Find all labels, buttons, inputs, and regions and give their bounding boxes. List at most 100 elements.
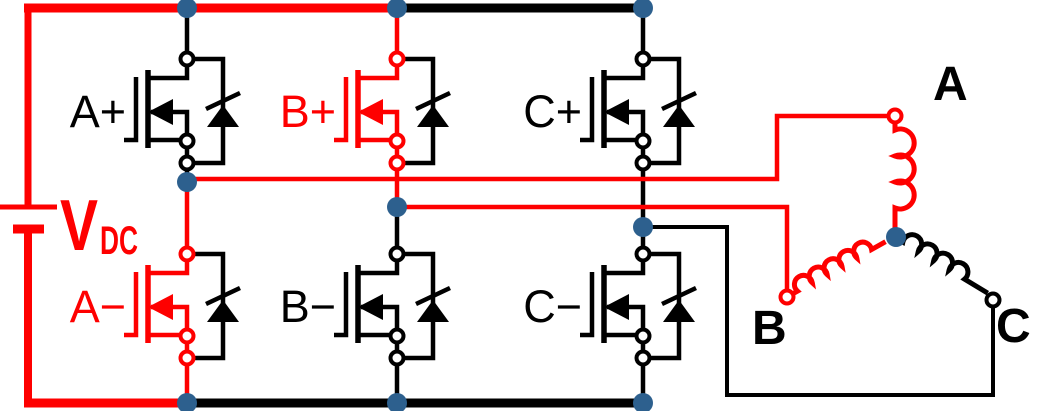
bus-rails [24, 3, 646, 408]
body-diode-icon [663, 300, 695, 322]
drain-terminal [634, 50, 652, 68]
diode-tap-terminal [388, 154, 406, 172]
phase-b-winding [785, 239, 887, 300]
body-diode-branch [403, 56, 436, 166]
source-terminal [634, 327, 652, 345]
drain-terminal [634, 245, 652, 263]
channel-arrow-icon [148, 99, 173, 125]
body-diode-branch [403, 251, 436, 361]
drain-terminal [388, 50, 406, 68]
phase-label-a: A [933, 58, 968, 111]
gate-lead [124, 272, 139, 338]
switch-label-c-plus: C+ [523, 86, 582, 137]
body-diode-branch [649, 251, 682, 361]
phase-label-c: C [996, 300, 1031, 353]
phase-a-output-node [177, 172, 197, 192]
drain-lead [358, 65, 400, 81]
drain-terminal [178, 245, 196, 263]
channel-arrow-icon [358, 294, 383, 320]
dc-minus-node-b [387, 393, 407, 411]
source-terminal [634, 132, 652, 150]
switch-label-a-minus: A− [70, 281, 126, 332]
gate-lead [124, 77, 139, 143]
leg-wires [184, 4, 646, 403]
body-diode-branch [193, 56, 226, 166]
body-diode-icon [663, 105, 695, 127]
drain-lead [358, 260, 400, 276]
phase-label-b: B [752, 302, 787, 355]
switch-label-a-plus: A+ [70, 86, 126, 137]
dc-plus-node-a [177, 0, 197, 18]
dc-minus-node-a [177, 393, 197, 411]
phase-c-route-wire [643, 225, 995, 397]
vdc-main: V [60, 186, 98, 266]
phase-a-terminal [886, 107, 904, 125]
vdc-subscript: DC [100, 219, 138, 263]
channel-arrow-icon [604, 99, 629, 125]
diode-tap-terminal [178, 349, 196, 367]
channel-arrow-icon [604, 294, 629, 320]
phase-b-route-wire [397, 204, 790, 293]
diode-tap-terminal [388, 349, 406, 367]
phase-b-winding-coil [785, 239, 887, 300]
diode-cathode-bar-icon [661, 90, 697, 112]
body-diode-icon [207, 105, 239, 127]
diode-cathode-bar-icon [205, 285, 241, 307]
diode-cathode-bar-icon [415, 285, 451, 307]
junction-nodes [177, 0, 906, 411]
dc-minus-node-c [633, 393, 653, 411]
diode-cathode-bar-icon [205, 90, 241, 112]
drain-lead [148, 65, 190, 81]
switch-label-b-minus: B− [280, 281, 336, 332]
phase-routes [187, 113, 995, 397]
dc-source-battery [0, 204, 57, 234]
phase-c-terminal [984, 291, 1002, 309]
body-diode-icon [207, 300, 239, 322]
body-diode-branch [649, 56, 682, 166]
body-diode-branch [193, 251, 226, 361]
dc-plus-node-c [633, 0, 653, 18]
gate-lead [334, 77, 349, 143]
drain-terminal [178, 50, 196, 68]
diode-cathode-bar-icon [661, 285, 697, 307]
drain-terminal [388, 245, 406, 263]
switch-label-b-plus: B+ [280, 86, 336, 137]
mosfet-b-plus [334, 50, 451, 172]
switch-label-c-minus: C− [523, 281, 582, 332]
vdc-label: VDC [60, 186, 138, 266]
source-terminal [388, 327, 406, 345]
gate-lead [334, 272, 349, 338]
phase-c-winding [894, 232, 990, 296]
mosfet-c-plus [580, 50, 697, 172]
diode-tap-terminal [634, 154, 652, 172]
phase-c-winding-coil [894, 232, 990, 296]
motor-windings [778, 107, 1002, 309]
dc-plus-node-b [387, 0, 407, 18]
gate-lead [580, 77, 595, 143]
mosfet-c-minus [580, 245, 697, 367]
mosfet-a-plus [124, 50, 241, 172]
channel-arrow-icon [148, 294, 173, 320]
gate-lead [580, 272, 595, 338]
drain-lead [148, 260, 190, 276]
drain-lead [604, 260, 646, 276]
body-diode-icon [417, 105, 449, 127]
source-terminal [178, 327, 196, 345]
phase-b-terminal [778, 288, 796, 306]
phase-a-route-wire [187, 113, 895, 182]
diode-tap-terminal [634, 349, 652, 367]
star-point-node [886, 227, 906, 247]
phase-a-winding [888, 123, 917, 228]
mosfet-a-minus [124, 245, 241, 367]
labels: VDC A+ B+ C+ A− B− C− A B C [60, 58, 1031, 355]
source-terminal [178, 132, 196, 150]
source-terminal [388, 132, 406, 150]
mosfet-b-minus [334, 245, 451, 367]
body-diode-icon [417, 300, 449, 322]
diode-cathode-bar-icon [415, 90, 451, 112]
diode-tap-terminal [178, 154, 196, 172]
channel-arrow-icon [358, 99, 383, 125]
phase-c-output-node [633, 217, 653, 237]
